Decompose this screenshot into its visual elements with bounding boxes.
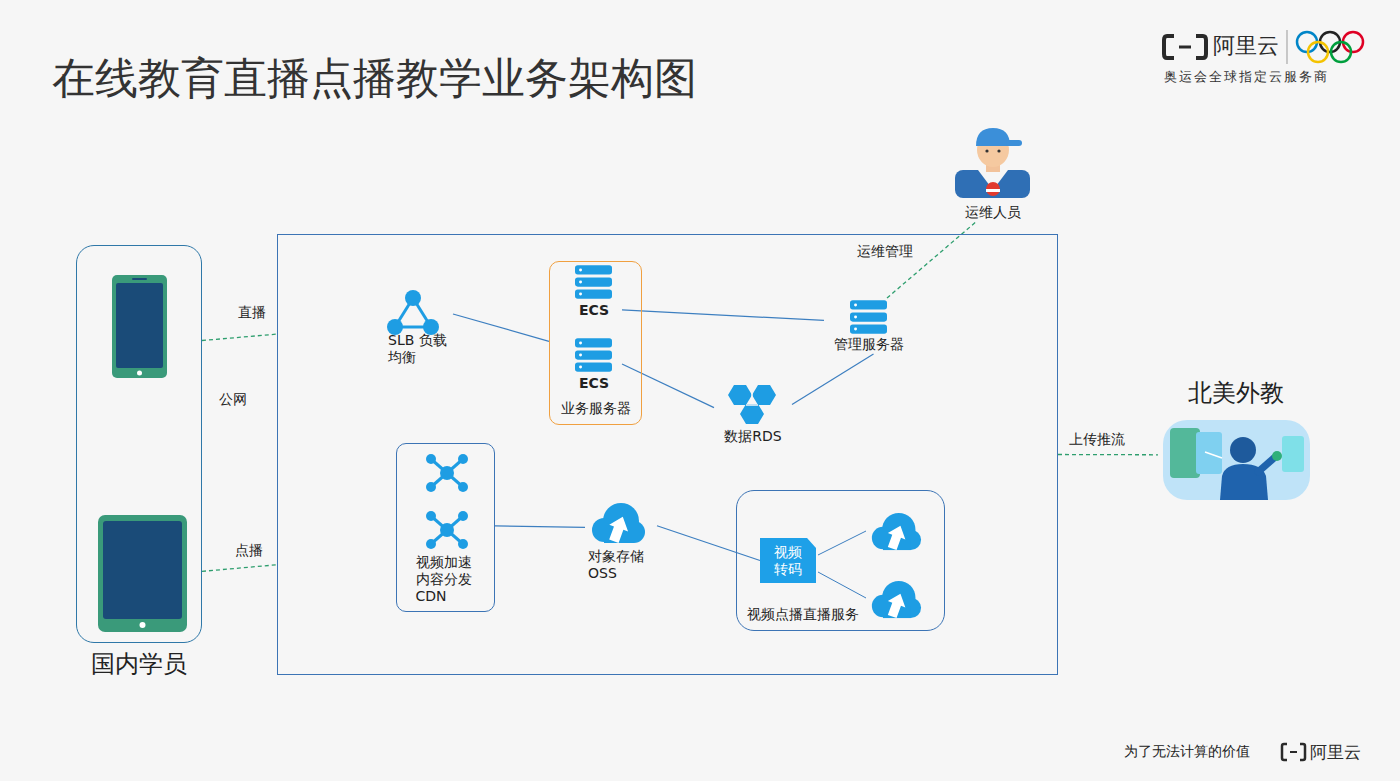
- ecs-node: ECS: [566, 264, 622, 318]
- server-group: 业务服务器 ECS ECS: [549, 261, 642, 425]
- node-text: 国内学员: [57, 648, 221, 680]
- connector-line: [792, 354, 874, 404]
- connector-line: [453, 314, 549, 341]
- edge-label: 上传推流: [1067, 431, 1127, 449]
- dashed-connector: [1058, 454, 1158, 455]
- database-node: 数据RDS: [714, 382, 792, 446]
- node-text: ECS: [579, 375, 609, 391]
- node-text: 管理服务器: [834, 336, 904, 354]
- node-text: ECS: [579, 302, 609, 318]
- footer-text: 为了无法计算的价值: [1124, 743, 1250, 761]
- node-text: 业务服务器: [561, 400, 631, 418]
- connector: [657, 526, 760, 561]
- node-text: 视频点播直播服务: [747, 606, 859, 624]
- slb-node: SLB 负载均衡: [383, 286, 453, 366]
- connector: [495, 526, 585, 528]
- connector: [792, 354, 874, 404]
- slogan: 奥运会全球指定云服务商: [1164, 69, 1329, 86]
- connector: [622, 364, 714, 408]
- service-group: 视频点播直播服务 视频转码: [736, 490, 945, 631]
- teacher-node: 北美外教: [1158, 378, 1314, 506]
- connector-line: [202, 334, 277, 340]
- transcode-box: 视频转码: [760, 538, 816, 583]
- node-text: 运维人员: [965, 204, 1021, 222]
- dashed-connector: [202, 565, 277, 572]
- person-node: 运维人员: [950, 126, 1036, 222]
- connector-line: [622, 310, 824, 321]
- edge-label: 点播: [233, 542, 265, 560]
- node-text: SLB 负载均衡: [388, 332, 450, 366]
- connector-line: [495, 526, 585, 528]
- node-text: 北美外教: [1188, 378, 1284, 408]
- network-label: 公网: [219, 391, 247, 409]
- connector-line: [622, 364, 714, 408]
- storage-node: 对象存储 OSS: [585, 498, 657, 582]
- node-text: 数据RDS: [724, 428, 781, 446]
- group-box: 国内学员: [76, 245, 202, 643]
- connector-line: [657, 526, 760, 561]
- logo-text: 阿里云: [1213, 31, 1279, 61]
- cdn-group: 视频加速 内容分发 CDN: [396, 443, 495, 612]
- connector-line: [1058, 454, 1158, 456]
- dashed-connector: [202, 334, 277, 340]
- connector-line: [202, 565, 277, 572]
- title: 在线教育直播点播教学业务架构图: [52, 50, 697, 108]
- node-text: 视频加速 内容分发 CDN: [416, 554, 476, 605]
- node-text: 视频转码: [772, 544, 804, 578]
- ecs-node: ECS: [566, 337, 622, 391]
- logo-text: 阿里云: [1310, 741, 1361, 764]
- edge-label: 运维管理: [855, 243, 915, 261]
- connector: [453, 314, 549, 341]
- edge-label: 直播: [236, 304, 268, 322]
- system-box: SLB 负载均衡业务服务器 ECS ECS 管理服务器数据RDS 视频加速 内容分发 C…: [277, 234, 1058, 675]
- server-node: 管理服务器: [824, 298, 914, 354]
- node-text: 对象存储 OSS: [588, 548, 650, 582]
- connector: [622, 310, 824, 321]
